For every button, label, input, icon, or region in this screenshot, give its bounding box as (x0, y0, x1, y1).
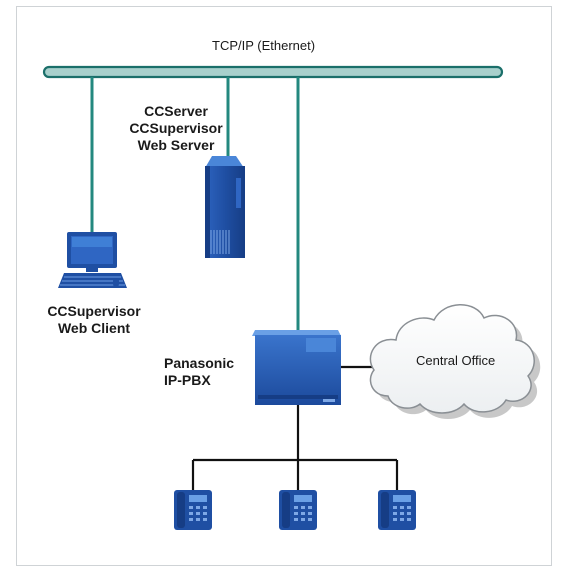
client-label-line2: Web Client (57, 320, 131, 336)
pbx-label: Panasonic IP-PBX (164, 355, 234, 389)
network-links (90, 77, 300, 330)
network-diagram (42, 65, 541, 530)
desk-phone-icon (174, 490, 212, 530)
phone-lines (191, 405, 399, 490)
ethernet-bus (42, 65, 504, 79)
server-label-line2: CCSupervisor (129, 120, 223, 136)
desk-phone-icon (279, 490, 317, 530)
client-label: CCSupervisor Web Client (30, 303, 158, 337)
server-label: CCServer CCSupervisor Web Server (116, 103, 236, 154)
pbx-label-line2: IP-PBX (164, 372, 211, 388)
bus-label: TCP/IP (Ethernet) (212, 38, 316, 53)
server-label-line1: CCServer (144, 103, 208, 119)
pbx-unit-icon (252, 330, 341, 405)
cloud-icon (369, 304, 541, 419)
cloud-label: Central Office (416, 353, 496, 368)
server-tower-icon (205, 156, 245, 258)
client-label-line1: CCSupervisor (47, 303, 141, 319)
server-label-line3: Web Server (137, 137, 215, 153)
laptop-computer-icon (58, 232, 127, 288)
pbx-label-line1: Panasonic (164, 355, 235, 371)
desk-phone-icon (378, 490, 416, 530)
